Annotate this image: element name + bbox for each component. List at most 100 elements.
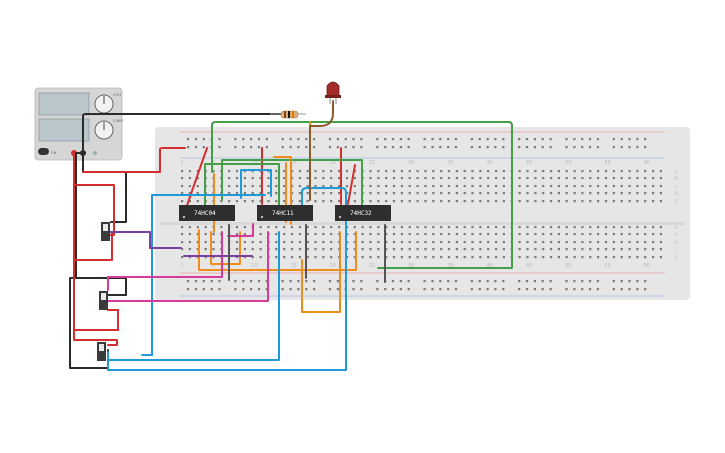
- breadboard-hole[interactable]: [353, 233, 356, 236]
- breadboard-hole[interactable]: [550, 177, 553, 180]
- breadboard-hole[interactable]: [181, 241, 184, 244]
- breadboard-hole[interactable]: [242, 280, 245, 283]
- breadboard-hole[interactable]: [620, 138, 623, 141]
- breadboard-hole[interactable]: [526, 248, 529, 251]
- breadboard-hole[interactable]: [212, 241, 215, 244]
- breadboard-hole[interactable]: [495, 226, 498, 229]
- breadboard-hole[interactable]: [565, 177, 568, 180]
- breadboard-hole[interactable]: [588, 288, 592, 291]
- breadboard-hole[interactable]: [416, 200, 419, 203]
- breadboard-hole[interactable]: [440, 226, 443, 229]
- breadboard-hole[interactable]: [322, 170, 325, 173]
- breadboard-hole[interactable]: [259, 170, 262, 173]
- breadboard-hole[interactable]: [549, 288, 552, 291]
- breadboard-hole[interactable]: [330, 192, 333, 195]
- breadboard-hole[interactable]: [228, 177, 231, 180]
- breadboard-hole[interactable]: [283, 200, 286, 203]
- breadboard-hole[interactable]: [440, 185, 443, 188]
- chip-74hc32[interactable]: 74HC32: [335, 205, 391, 221]
- breadboard-hole[interactable]: [652, 248, 655, 251]
- breadboard-hole[interactable]: [298, 192, 301, 195]
- breadboard-hole[interactable]: [612, 192, 615, 195]
- breadboard-hole[interactable]: [541, 288, 544, 291]
- breadboard-hole[interactable]: [314, 192, 317, 195]
- breadboard-hole[interactable]: [275, 226, 278, 229]
- breadboard-hole[interactable]: [463, 226, 466, 229]
- breadboard-hole[interactable]: [322, 233, 325, 236]
- breadboard-hole[interactable]: [384, 146, 387, 149]
- breadboard-hole[interactable]: [620, 146, 623, 149]
- breadboard-hole[interactable]: [636, 233, 639, 236]
- breadboard-hole[interactable]: [502, 233, 505, 236]
- breadboard-hole[interactable]: [589, 177, 592, 180]
- breadboard-hole[interactable]: [644, 192, 647, 195]
- breadboard-hole[interactable]: [330, 233, 333, 236]
- breadboard-hole[interactable]: [283, 241, 286, 244]
- breadboard-hole[interactable]: [399, 280, 402, 283]
- breadboard-hole[interactable]: [297, 138, 300, 141]
- breadboard-hole[interactable]: [369, 200, 372, 203]
- breadboard-hole[interactable]: [400, 241, 403, 244]
- breadboard-hole[interactable]: [596, 288, 599, 291]
- breadboard-hole[interactable]: [250, 280, 253, 283]
- breadboard-hole[interactable]: [212, 256, 215, 259]
- breadboard-hole[interactable]: [369, 248, 372, 251]
- breadboard-hole[interactable]: [407, 288, 410, 291]
- breadboard-hole[interactable]: [479, 241, 482, 244]
- breadboard-hole[interactable]: [369, 170, 372, 173]
- breadboard-hole[interactable]: [479, 256, 482, 259]
- breadboard-hole[interactable]: [589, 200, 592, 203]
- breadboard-hole[interactable]: [242, 288, 245, 291]
- breadboard-hole[interactable]: [243, 200, 246, 203]
- breadboard-hole[interactable]: [243, 256, 246, 259]
- breadboard-hole[interactable]: [526, 192, 529, 195]
- breadboard-hole[interactable]: [392, 192, 396, 195]
- breadboard-hole[interactable]: [377, 233, 380, 236]
- breadboard-hole[interactable]: [204, 248, 207, 251]
- breadboard-hole[interactable]: [408, 226, 411, 229]
- breadboard-hole[interactable]: [479, 185, 482, 188]
- power-toggle[interactable]: [38, 148, 49, 155]
- breadboard-hole[interactable]: [470, 146, 473, 149]
- breadboard-hole[interactable]: [298, 233, 301, 236]
- breadboard-hole[interactable]: [377, 241, 380, 244]
- breadboard-hole[interactable]: [306, 248, 309, 251]
- breadboard-hole[interactable]: [259, 200, 262, 203]
- breadboard-hole[interactable]: [620, 226, 623, 229]
- breadboard-hole[interactable]: [542, 185, 545, 188]
- breadboard-hole[interactable]: [557, 256, 560, 259]
- breadboard-hole[interactable]: [328, 146, 332, 149]
- breadboard-hole[interactable]: [330, 200, 333, 203]
- breadboard-hole[interactable]: [314, 185, 317, 188]
- breadboard-hole[interactable]: [565, 185, 568, 188]
- breadboard-hole[interactable]: [573, 256, 576, 259]
- breadboard-hole[interactable]: [352, 138, 355, 141]
- breadboard-hole[interactable]: [416, 170, 419, 173]
- breadboard-hole[interactable]: [455, 233, 458, 236]
- breadboard-hole[interactable]: [495, 233, 498, 236]
- breadboard-hole[interactable]: [290, 248, 294, 251]
- breadboard-hole[interactable]: [486, 288, 489, 291]
- breadboard-hole[interactable]: [416, 256, 419, 259]
- breadboard-hole[interactable]: [589, 226, 592, 229]
- breadboard-hole[interactable]: [652, 256, 655, 259]
- breadboard-hole[interactable]: [479, 248, 482, 251]
- breadboard-hole[interactable]: [573, 185, 576, 188]
- breadboard-hole[interactable]: [541, 280, 544, 283]
- breadboard-hole[interactable]: [502, 241, 505, 244]
- breadboard-hole[interactable]: [604, 226, 608, 229]
- breadboard-hole[interactable]: [306, 192, 309, 195]
- breadboard-hole[interactable]: [188, 248, 191, 251]
- breadboard-hole[interactable]: [620, 192, 623, 195]
- breadboard-hole[interactable]: [581, 233, 584, 236]
- breadboard-hole[interactable]: [455, 248, 458, 251]
- breadboard-hole[interactable]: [652, 177, 655, 180]
- breadboard-hole[interactable]: [423, 280, 426, 283]
- breadboard[interactable]: 1155101015152020252530303535404045455050…: [155, 127, 690, 300]
- breadboard-hole[interactable]: [259, 226, 262, 229]
- breadboard-hole[interactable]: [289, 288, 292, 291]
- breadboard-hole[interactable]: [251, 256, 254, 259]
- breadboard-hole[interactable]: [385, 226, 388, 229]
- breadboard-hole[interactable]: [424, 226, 427, 229]
- breadboard-hole[interactable]: [581, 192, 584, 195]
